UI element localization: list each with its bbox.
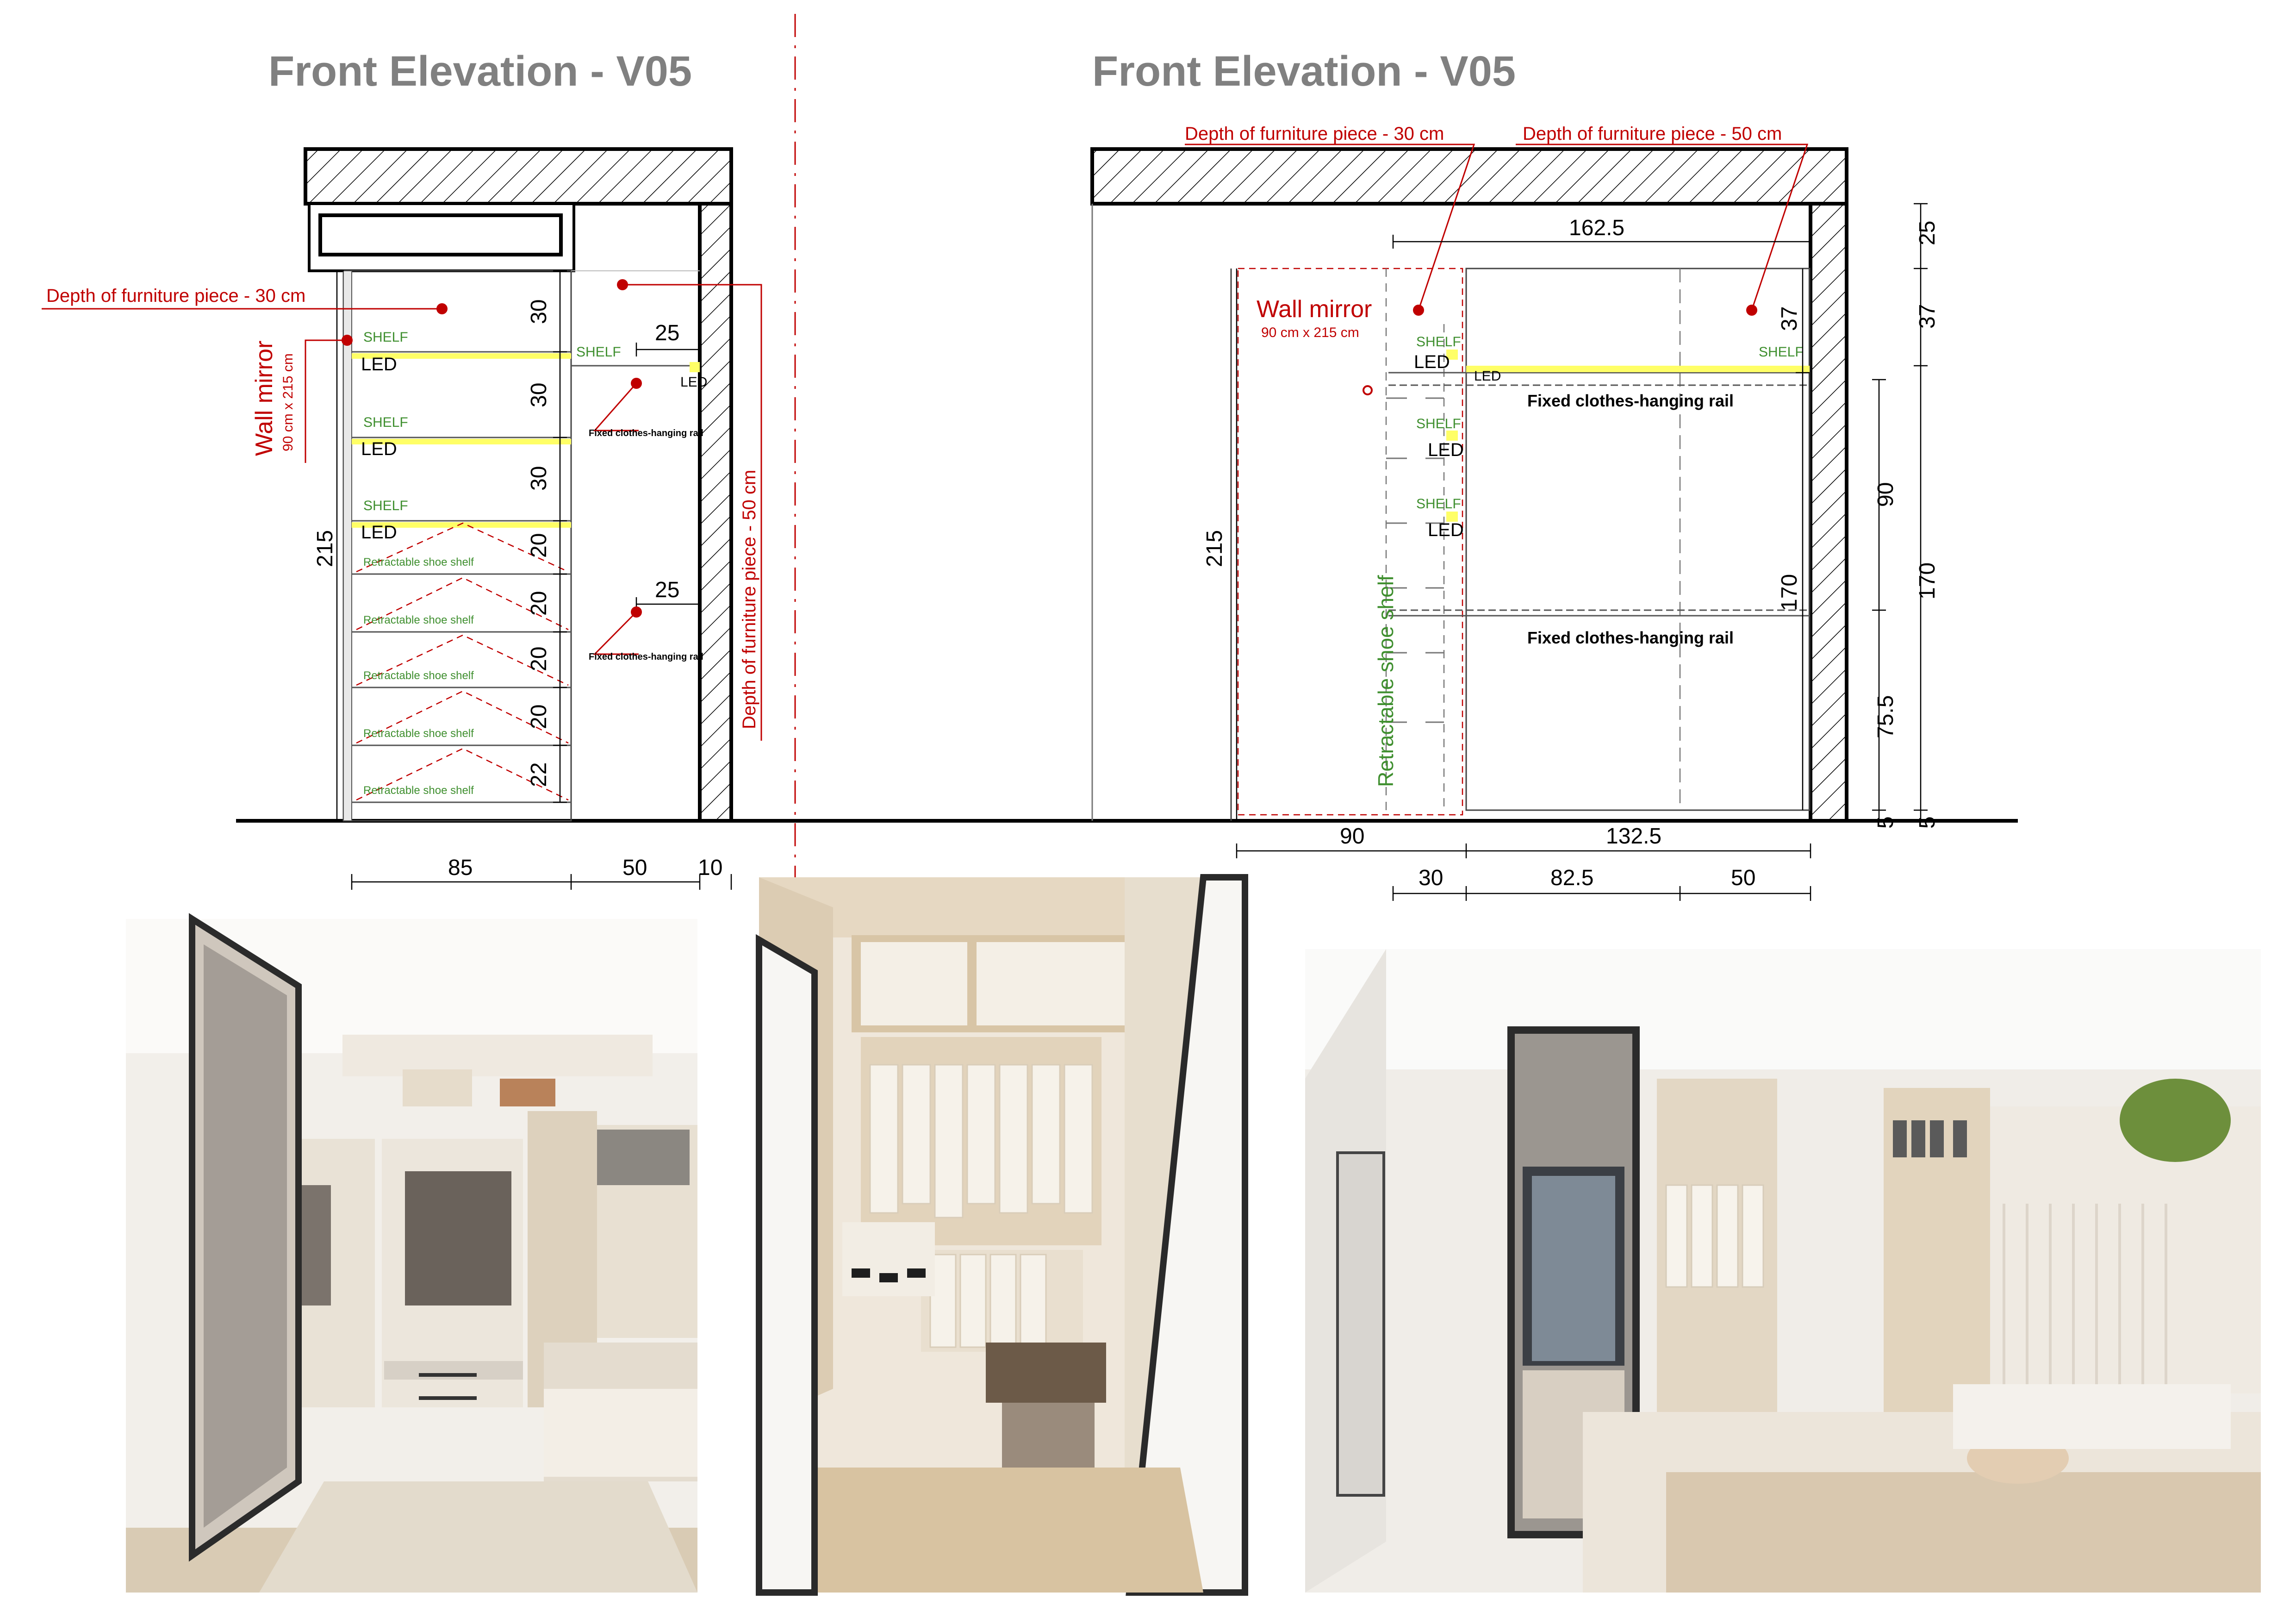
right-mirror-dot — [1363, 385, 1373, 395]
left-rail-depth-1: 25 — [655, 321, 679, 345]
left-rail-shelf-label: SHELF — [576, 344, 621, 360]
right-top-led — [1466, 366, 1810, 372]
left-shoe-label-5: Retractable shoe shelf — [363, 784, 474, 797]
right-depth30-leader — [1185, 144, 1475, 316]
right-outer-5a: 5 — [1873, 816, 1898, 829]
left-led-strips — [352, 353, 571, 528]
left-seg-8: 22 — [527, 762, 551, 787]
left-bottom-50: 50 — [622, 856, 647, 880]
left-led-label-3: LED — [361, 522, 397, 543]
left-bottom-85: 85 — [448, 856, 473, 880]
left-depth50-leader — [617, 279, 762, 741]
bedroom-wardrobe-render — [126, 913, 697, 1593]
left-shelf-label-2: SHELF — [363, 415, 408, 430]
right-title: Front Elevation - V05 — [1092, 48, 1516, 95]
left-depth30-label: Depth of furniture piece - 30 cm — [46, 286, 305, 306]
left-rail-label-2: Fixed clothes-hanging rail — [589, 652, 703, 662]
left-rail-led — [690, 362, 700, 372]
left-elevation: SHELF LED SHELF LED SHELF LED SHELF LED … — [42, 147, 762, 890]
right-mirror-size: 90 cm x 215 cm — [1261, 325, 1359, 340]
right-led-2 — [1446, 431, 1458, 441]
right-outer-37: 37 — [1915, 304, 1940, 329]
left-rail-leader-2 — [593, 606, 642, 655]
left-rail-label-1: Fixed clothes-hanging rail — [589, 428, 703, 438]
right-wardrobe — [1465, 268, 1811, 811]
right-depth30-label: Depth of furniture piece - 30 cm — [1185, 124, 1444, 144]
right-elevation: SHELF LED SHELF LED SHELF LED SHELF LED … — [1090, 124, 1940, 901]
left-led-label-1: LED — [361, 354, 397, 375]
right-mirror-outline — [1237, 268, 1463, 816]
left-bottom-10: 10 — [698, 856, 722, 880]
bedroom-mirror-render — [1305, 949, 2261, 1593]
left-mirror-label: Wall mirror — [251, 341, 278, 456]
left-mirror-leader — [305, 335, 353, 463]
left-mirror-strip — [343, 270, 352, 821]
right-shoe-label: Retractable shoe shelf — [1374, 575, 1398, 787]
left-shelf-label-3: SHELF — [363, 498, 408, 513]
left-rail-led-label: LED — [680, 375, 707, 390]
left-rail-depth-2: 25 — [655, 578, 679, 602]
left-shoe-label-2: Retractable shoe shelf — [363, 614, 474, 626]
left-title: Front Elevation - V05 — [268, 48, 692, 95]
right-shelf-label-4: SHELF — [1759, 344, 1804, 360]
right-bottom-132-5: 132.5 — [1606, 824, 1661, 849]
left-led-label-2: LED — [361, 439, 397, 459]
right-depth50-label: Depth of furniture piece - 50 cm — [1523, 124, 1782, 144]
right-led-label-2: LED — [1428, 440, 1464, 460]
left-ceiling-slab — [304, 147, 733, 206]
left-depth50-label: Depth of furniture piece - 50 cm — [739, 470, 759, 729]
left-side-wall — [698, 202, 733, 823]
left-seg-1: 30 — [527, 300, 551, 324]
left-bulkhead-inner — [318, 213, 563, 256]
right-depth50-leader — [1516, 144, 1809, 316]
right-side-wall — [1809, 202, 1848, 823]
left-rail-leader-1 — [593, 378, 642, 431]
right-mirror-label: Wall mirror — [1257, 296, 1372, 323]
left-shelf-label-1: SHELF — [363, 330, 408, 345]
left-shoe-label-1: Retractable shoe shelf — [363, 556, 474, 568]
left-mirror-size: 90 cm x 215 cm — [280, 353, 296, 451]
right-outer-170: 170 — [1915, 562, 1940, 600]
right-outer-90: 90 — [1873, 482, 1898, 507]
left-shelves — [352, 351, 571, 803]
left-shoe-shelf-markings — [356, 522, 569, 801]
right-led-label-4: LED — [1474, 369, 1501, 384]
right-shelf-label-3: SHELF — [1416, 496, 1461, 512]
right-inner-170: 170 — [1777, 574, 1802, 611]
right-rail-label-2: Fixed clothes-hanging rail — [1527, 628, 1734, 647]
left-seg-7: 20 — [527, 705, 551, 729]
left-height-value: 215 — [313, 530, 337, 567]
right-bottom-50: 50 — [1731, 866, 1755, 890]
right-outer-25: 25 — [1915, 221, 1940, 245]
right-shoe-ticks — [1386, 397, 1444, 723]
right-shelf-label-2: SHELF — [1416, 416, 1461, 431]
right-shelf-label-1: SHELF — [1416, 334, 1461, 350]
right-rail-label-1: Fixed clothes-hanging rail — [1527, 391, 1734, 410]
left-seg-2: 30 — [527, 383, 551, 407]
right-mirror-height: 215 — [1202, 530, 1227, 567]
right-outer-5b: 5 — [1915, 816, 1940, 829]
right-top-width: 162.5 — [1569, 216, 1624, 240]
right-bottom-30: 30 — [1419, 866, 1443, 890]
left-seg-5: 20 — [527, 591, 551, 616]
right-led-3 — [1446, 512, 1458, 522]
left-seg-6: 20 — [527, 647, 551, 671]
walk-in-closet-render — [756, 874, 1248, 1596]
right-led-label-1: LED — [1414, 352, 1450, 372]
left-seg-3: 30 — [527, 466, 551, 491]
left-shoe-label-3: Retractable shoe shelf — [363, 669, 474, 682]
right-bottom-82-5: 82.5 — [1550, 866, 1593, 890]
left-seg-4: 20 — [527, 533, 551, 558]
left-shoe-label-4: Retractable shoe shelf — [363, 727, 474, 740]
right-led-label-3: LED — [1428, 520, 1464, 540]
right-outer-75-5: 75.5 — [1873, 695, 1898, 738]
right-led-1 — [1446, 350, 1458, 360]
right-inner-37: 37 — [1777, 306, 1802, 331]
right-bottom-90: 90 — [1340, 824, 1364, 849]
